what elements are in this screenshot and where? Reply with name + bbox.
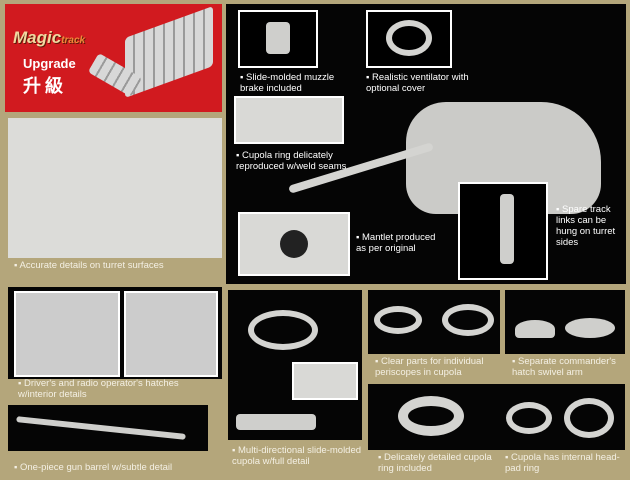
caption-head-pad: ▪ Cupola has internal head-pad ring bbox=[505, 452, 620, 474]
upgrade-label: Upgrade bbox=[23, 56, 76, 71]
caption-turret-surface: ▪ Accurate details on turret surfaces bbox=[14, 260, 164, 271]
ventilator-image bbox=[366, 10, 452, 68]
muzzle-brake-image bbox=[238, 10, 318, 68]
ring-detail-panel bbox=[368, 384, 500, 450]
cupola-image bbox=[248, 310, 318, 350]
caption-periscopes: ▪ Clear parts for individual periscopes … bbox=[375, 356, 484, 378]
brand-panel: Magictrack Upgrade 升級 bbox=[5, 4, 222, 112]
cupola-ring-image bbox=[234, 96, 344, 144]
upgrade-cn-label: 升級 bbox=[23, 76, 67, 96]
cupola-panel bbox=[228, 290, 362, 440]
periscopes-panel bbox=[368, 290, 500, 354]
caption-cupola-full: ▪ Multi-directional slide-molded cupola … bbox=[232, 445, 362, 467]
caption-cupola-ring: ▪ Cupola ring delicately reproduced w/we… bbox=[236, 150, 347, 172]
head-pad-panel bbox=[500, 384, 625, 450]
caption-ventilator: ▪ Realistic ventilator with optional cov… bbox=[366, 72, 469, 94]
turret-surface-image bbox=[8, 118, 222, 258]
caption-muzzle: ▪ Slide-molded muzzle brake included bbox=[240, 72, 335, 94]
caption-swivel-arm: ▪ Separate commander's hatch swivel arm bbox=[512, 356, 616, 378]
hatches-panel bbox=[8, 287, 222, 379]
turret-overview-panel: ▪ Slide-molded muzzle brake included ▪ R… bbox=[226, 4, 626, 284]
swivel-arm-panel bbox=[505, 290, 625, 354]
caption-spare-track: ▪ Spare track links can be hung on turre… bbox=[556, 204, 616, 248]
mantlet-image bbox=[238, 212, 350, 276]
caption-hatches: ▪ Driver's and radio operator's hatches … bbox=[18, 378, 179, 400]
driver-hatch-image bbox=[14, 291, 120, 377]
magic-track-logo: Magictrack bbox=[13, 28, 86, 47]
cupola-detail-image bbox=[292, 362, 358, 400]
caption-mantlet: ▪ Mantlet produced as per original bbox=[356, 232, 436, 254]
caption-ring-detail: ▪ Delicately detailed cupola ring includ… bbox=[378, 452, 492, 474]
barrel-panel bbox=[8, 405, 208, 451]
radio-hatch-image bbox=[124, 291, 218, 377]
spare-track-image bbox=[458, 182, 548, 280]
caption-barrel: ▪ One-piece gun barrel w/subtle detail bbox=[14, 462, 173, 473]
